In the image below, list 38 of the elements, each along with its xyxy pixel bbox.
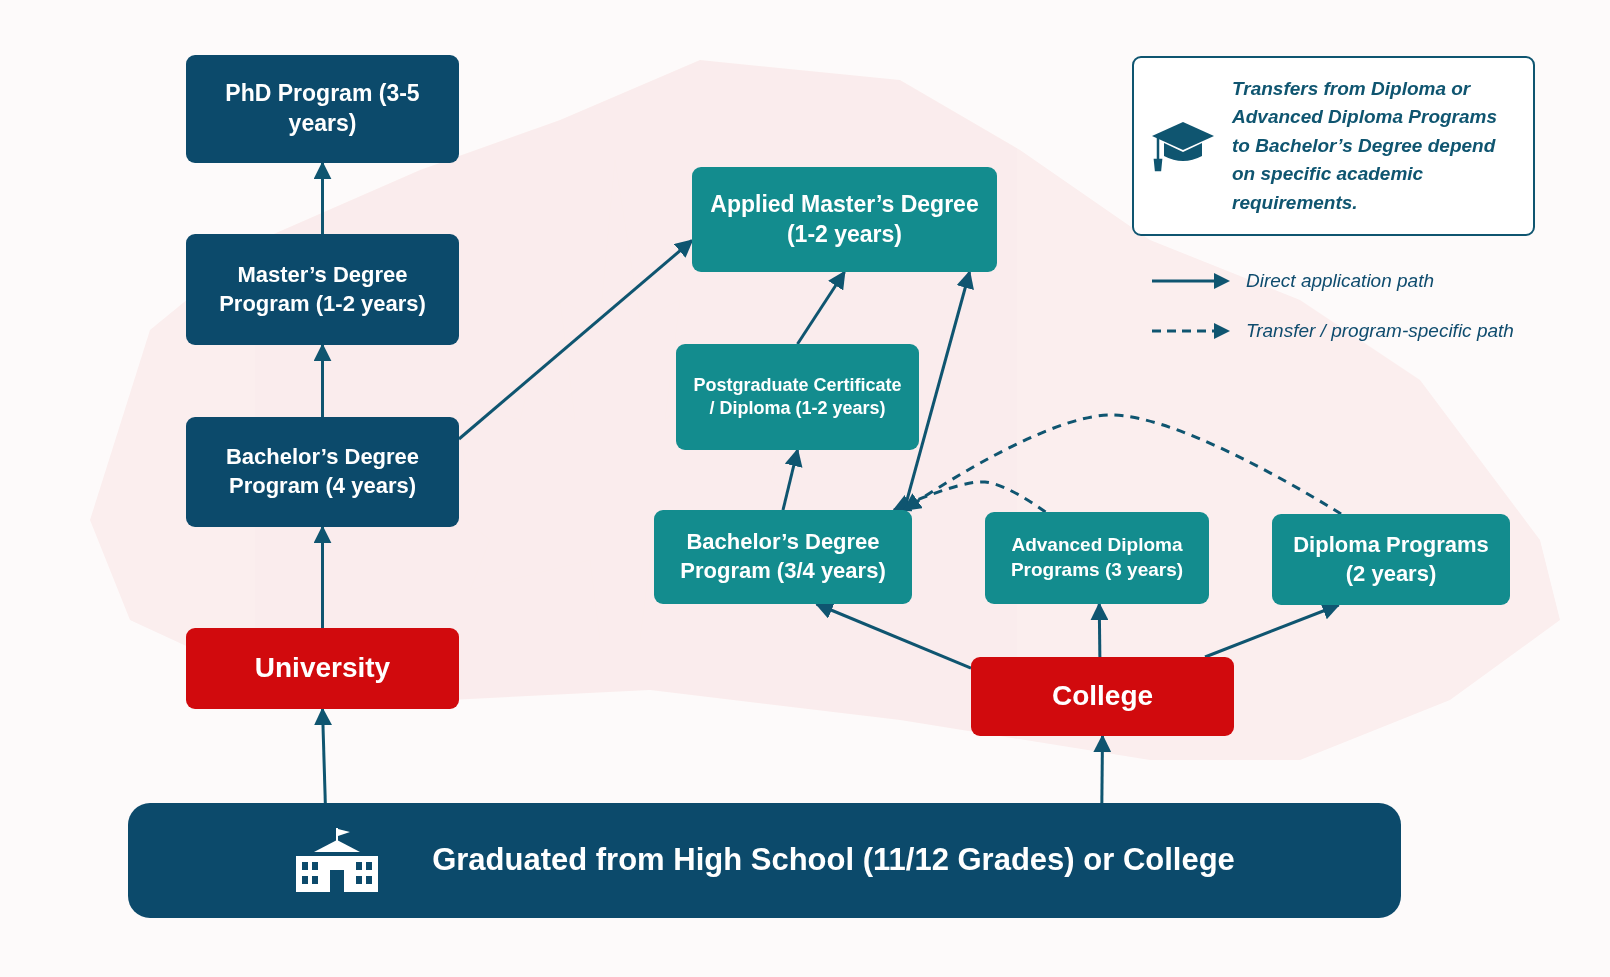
- box-label: Advanced Diploma Programs (3 years): [1009, 533, 1185, 582]
- arrow: [796, 270, 846, 345]
- program-box: [186, 234, 459, 345]
- arrow: [313, 525, 332, 628]
- box-label: Postgraduate Certificate / Diploma (1-2 years): [692, 373, 903, 420]
- note-text: Transfers from Diploma or Advanced Diploma Programs to Bachelor’s Degree depend on specific academic requirements.: [1232, 76, 1499, 215]
- program-box: [1272, 514, 1510, 605]
- program-box: [654, 510, 912, 604]
- note-box: [1132, 56, 1535, 236]
- program-box: [692, 167, 997, 272]
- box-label: College: [1051, 679, 1154, 714]
- arrow: [781, 448, 803, 511]
- arrow: [1204, 602, 1341, 659]
- box-label: Applied Master’s Degree (1-2 years): [709, 189, 980, 249]
- box-label: Diploma Programs (2 years): [1292, 530, 1490, 588]
- box-label: Bachelor’s Degree Program (3/4 years): [679, 528, 887, 585]
- legend-label: Direct application path: [1246, 270, 1434, 292]
- program-box: [186, 417, 459, 527]
- box-label: Master’s Degree Program (1-2 years): [218, 260, 427, 318]
- arrow: [314, 707, 332, 804]
- arrow: [892, 480, 1047, 514]
- arrow: [458, 239, 694, 441]
- program-box: [985, 512, 1209, 604]
- box-label: University: [254, 651, 391, 686]
- arrow: [313, 343, 332, 417]
- arrow: [1093, 734, 1112, 803]
- box-label: Bachelor’s Degree Program (4 years): [224, 443, 421, 500]
- arrow: [814, 601, 972, 670]
- legend-label: Transfer / program-specific path: [1246, 320, 1514, 342]
- program-box: [676, 344, 919, 450]
- arrow: [1090, 602, 1109, 658]
- box-label: Graduated from High School (11/12 Grades) or College: [432, 841, 1235, 880]
- box-label: PhD Program (3-5 years): [224, 79, 421, 138]
- institution-box: [971, 657, 1234, 736]
- start-banner: [128, 803, 1401, 918]
- program-box: [186, 55, 459, 163]
- arrow: [313, 161, 332, 234]
- institution-box: [186, 628, 459, 709]
